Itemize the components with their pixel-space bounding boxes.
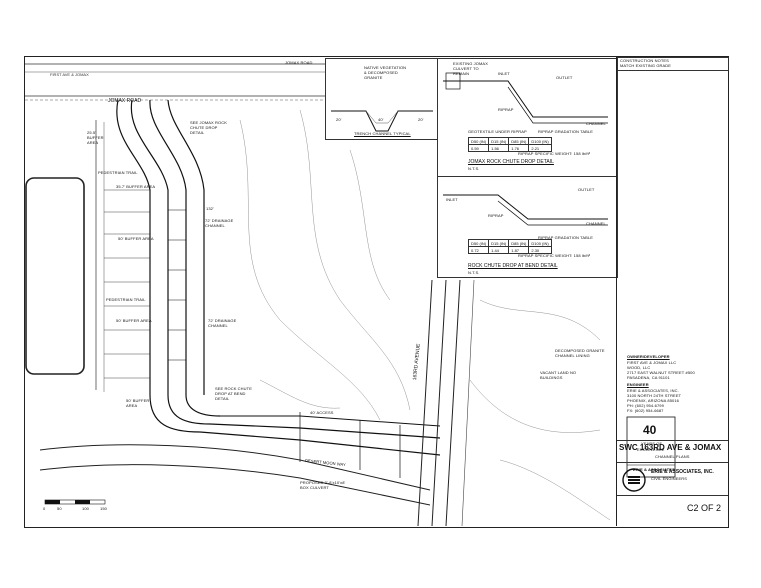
buffer-50-label-3: 50' BUFFER AREA bbox=[126, 398, 150, 408]
scale-bar-50: 50 bbox=[57, 506, 62, 511]
bend-rock-chute-detail: INLET OUTLET RIPRAP CHANNEL RIPRAP GRADA… bbox=[437, 176, 618, 278]
trench-title: TRENCH CHANNEL TYPICAL bbox=[354, 131, 411, 136]
badge-firm: ERIE & ASSOCIATES bbox=[633, 467, 675, 472]
vacant-land-label: VACANT LAND NO BUILDINGS bbox=[540, 370, 577, 380]
bend-table-header: RIPRAP GRADATION TABLE bbox=[538, 235, 594, 240]
buffer-50-label-1: 50' BUFFER AREA bbox=[118, 236, 154, 241]
badge-line-1: YEARS OF bbox=[641, 441, 663, 446]
bend-title: ROCK CHUTE DROP AT BEND DETAIL bbox=[468, 263, 558, 269]
firm-name: ERIE & ASSOCIATES, INC. bbox=[651, 469, 714, 475]
engineer-line-3: PHOENIX, ARIZONA 85016 bbox=[627, 398, 679, 403]
trench-dim-2: 40' bbox=[378, 117, 384, 122]
jomax-road-label-2: JOMAX ROAD bbox=[108, 98, 142, 104]
jomax-label-channel: CHANNEL bbox=[586, 121, 606, 126]
drainage-channel-label-2: 72' DRAINAGE CHANNEL bbox=[208, 318, 237, 328]
bend-label-riprap: RIPRAP bbox=[488, 213, 504, 218]
jomax-table-header: RIPRAP GRADATION TABLE bbox=[538, 129, 594, 134]
owner-line-2: WOOD, LLC bbox=[627, 365, 651, 370]
engineer-line-4: PH: (602) 954-6799 bbox=[627, 403, 664, 408]
construction-notes: CONSTRUCTION NOTES MATCH EXISTING GRADE bbox=[616, 57, 729, 71]
construction-notes-header: CONSTRUCTION NOTES bbox=[620, 58, 669, 63]
trench-dim-1: 20' bbox=[336, 117, 342, 122]
title-divider-1 bbox=[617, 440, 728, 441]
jomax-sg: RIPRAP SPECIFIC WEIGHT: 158 lb/ft³ bbox=[518, 151, 591, 156]
buffer-50-label-2: 50' BUFFER AREA bbox=[116, 318, 152, 323]
firm-sub: CIVIL ENGINEERS bbox=[651, 476, 688, 481]
title-block: OWNER/DEVELOPER FIRST AVE & JOMAX LLC WO… bbox=[616, 57, 728, 526]
owner-line-3: 2717 EAST WALNUT STREET #500 bbox=[627, 370, 695, 375]
jomax-label-riprap: RIPRAP bbox=[498, 107, 514, 112]
owner-line-1: FIRST AVE & JOMAX LLC bbox=[627, 360, 677, 365]
scale-bar-0: 0 bbox=[43, 506, 46, 511]
bend-nts: N.T.S. bbox=[468, 270, 480, 275]
proposed-box-label: PROPOSED 3'-8'x10'x8' BOX CULVERT bbox=[300, 480, 346, 490]
svg-text:FIRST AVE & JOMAX: FIRST AVE & JOMAX bbox=[50, 72, 89, 77]
engineer-line-2: 3100 NORTH 24TH STREET bbox=[627, 393, 682, 398]
pedestrian-trail-label-2: PEDESTRIAN TRAIL bbox=[106, 297, 146, 302]
scale-bar-100: 100 bbox=[82, 506, 89, 511]
engineer-header: ENGINEER bbox=[627, 382, 649, 387]
bend-sg: RIPRAP SPECIFIC WEIGHT: 158 lb/ft³ bbox=[518, 253, 591, 258]
owner-line-4: PASADENA, CA 91101 bbox=[627, 375, 670, 380]
title-divider-2 bbox=[617, 462, 728, 463]
owner-header: OWNER/DEVELOPER bbox=[627, 354, 670, 359]
see-rock-chute-bend-label: SEE ROCK CHUTE DROP AT BEND DETAIL bbox=[215, 386, 252, 401]
decomposed-granite-label: DECOMPOSED GRANITE CHANNEL LINING bbox=[555, 348, 605, 358]
bend-label-outlet: OUTLET bbox=[578, 187, 595, 192]
trench-channel-detail: NATIVE VEGETATION & DECOMPOSED GRANITE 2… bbox=[325, 58, 439, 140]
jomax-label-outlet: OUTLET bbox=[556, 75, 573, 80]
sheet-number: C2 OF 2 bbox=[687, 503, 722, 513]
badge-years: 40 bbox=[643, 423, 657, 437]
buffer-area-top-label: 25.5' BUFFER AREA bbox=[87, 130, 104, 145]
jomax-label-culvert: EXISTING JOMAX CULVERT TO REMAIN bbox=[453, 61, 488, 76]
trench-dim-3: 20' bbox=[418, 117, 424, 122]
jomax-label-inlet: INLET bbox=[498, 71, 510, 76]
bend-label-inlet: INLET bbox=[446, 197, 458, 202]
pedestrian-trail-label-1: PEDESTRIAN TRAIL bbox=[98, 170, 138, 175]
scale-bar-150: 150 bbox=[100, 506, 107, 511]
anniversary-badge: 40 YEARS OF EXCELLENCE ERIE & ASSOCIATES bbox=[625, 415, 677, 479]
jomax-title: JOMAX ROCK CHUTE DROP DETAIL bbox=[468, 159, 554, 165]
jomax-label-geotextile: GEOTEXTILE UNDER RIPRAP bbox=[468, 129, 527, 134]
drainage-channel-label-1: 72' DRAINAGE CHANNEL bbox=[205, 218, 234, 228]
engineer-line-5: FX: (602) 954-6687 bbox=[627, 408, 664, 413]
drawing-sheet bbox=[24, 56, 729, 528]
bend-label-channel: CHANNEL bbox=[586, 221, 606, 226]
see-rock-chute-label: SEE JOMAX ROCK CHUTE DROP DETAIL bbox=[190, 120, 227, 135]
buffer-35-label: 35.7' BUFFER AREA bbox=[116, 184, 156, 189]
jomax-rock-chute-detail: EXISTING JOMAX CULVERT TO REMAIN INLET O… bbox=[437, 58, 618, 178]
jomax-road-label: JOMAX ROAD bbox=[285, 60, 313, 65]
access-label: 40' ACCESS bbox=[310, 410, 334, 415]
engineer-line-1: ERIE & ASSOCIATES, INC. bbox=[627, 388, 679, 393]
title-divider-3 bbox=[617, 495, 728, 496]
badge-line-2: EXCELLENCE bbox=[637, 447, 665, 452]
trench-note: NATIVE VEGETATION & DECOMPOSED GRANITE bbox=[364, 65, 407, 80]
project-title: SWC 163RD AVE & JOMAX bbox=[619, 443, 722, 452]
construction-notes-item: MATCH EXISTING GRADE bbox=[620, 63, 672, 68]
dim-132-label: 132' bbox=[206, 206, 214, 211]
erie-logo bbox=[621, 467, 647, 493]
sheet-subtitle: CHANNEL PLANS bbox=[655, 454, 690, 459]
jomax-nts: N.T.S. bbox=[468, 166, 480, 171]
